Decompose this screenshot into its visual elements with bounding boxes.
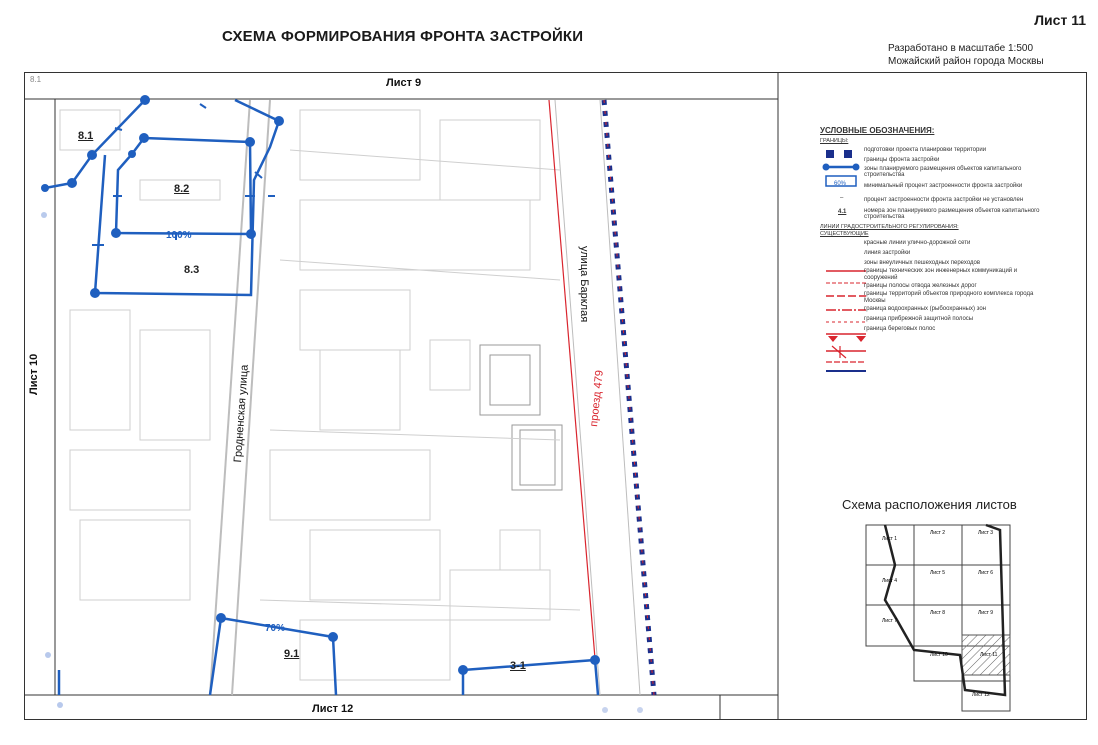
legend-item: –процент застроенности фронта застройки … <box>840 195 1024 203</box>
scheme-cell-11[interactable]: Лист 11 <box>980 652 998 658</box>
district-note: Можайский район города Москвы <box>888 56 1044 67</box>
sheet-bottom-label[interactable]: Лист 12 <box>312 703 354 715</box>
development-note: Разработано в масштабе 1:500 Можайский р… <box>888 42 1044 68</box>
legend-boundaries-heading: ГРАНИЦЫ: <box>820 138 849 144</box>
scheme-cell-1[interactable]: Лист 1 <box>882 536 898 542</box>
legend-line-item: граница прибрежной защитной полосы <box>864 315 974 322</box>
zone-8-2-label: 8.2 <box>174 183 190 195</box>
scheme-cell-2[interactable]: Лист 2 <box>930 530 946 536</box>
zone-9-1-label: 9.1 <box>284 648 300 660</box>
red-line-street <box>548 99 599 696</box>
scheme-cell-3[interactable]: Лист 3 <box>978 530 994 536</box>
page-title: СХЕМА ФОРМИРОВАНИЯ ФРОНТА ЗАСТРОЙКИ <box>222 28 584 45</box>
legend-line-item: линия застройки <box>864 249 911 256</box>
legend-heading: УСЛОВНЫЕ ОБОЗНАЧЕНИЯ: <box>820 126 935 135</box>
legend-line-item: граница береговых полос <box>864 325 936 332</box>
map-base <box>59 99 641 696</box>
scheme-cell-12[interactable]: Лист 12 <box>972 692 990 698</box>
zone-3-1-label: 3-1 <box>510 660 526 672</box>
legend-line-item: красные линии улично-дорожной сети <box>864 239 971 246</box>
legend-symbols <box>822 150 866 372</box>
front-boundaries <box>44 98 600 696</box>
legend-item: границы фронта застройки <box>864 156 940 163</box>
zone-8-1-label: 8.1 <box>78 130 94 142</box>
sheet-top-label[interactable]: Лист 9 <box>386 77 422 89</box>
scheme-cell-6[interactable]: Лист 6 <box>978 570 994 576</box>
corner-zone-label: 8.1 <box>30 75 42 84</box>
scheme-cell-4[interactable]: Лист 4 <box>882 578 898 584</box>
front-boundary-nodes <box>41 95 600 675</box>
legend-line-item: зоны внеуличных пешеходных переходов <box>864 259 981 266</box>
sheet-left-label[interactable]: Лист 10 <box>28 353 40 395</box>
legend-line-item: границы полосы отвода железных дорог <box>864 282 977 289</box>
boundary-ticks <box>92 103 275 246</box>
scale-note: Разработано в масштабе 1:500 <box>888 43 1034 54</box>
sheet-number: Лист 11 <box>1034 12 1086 28</box>
legend-line-item: границы технических зон инженерных комму… <box>864 268 1018 281</box>
scheme-cell-10[interactable]: Лист 10 <box>930 652 948 658</box>
scheme-cell-9[interactable]: Лист 9 <box>978 610 994 616</box>
percent-70-label: 70% <box>265 623 286 634</box>
legend-existing-heading: СУЩЕСТВУЮЩИЕ <box>820 231 869 237</box>
legend-line-item: границы территорий объектов природного к… <box>864 291 1034 304</box>
sheets-scheme-grid <box>865 523 1011 712</box>
zone-8-3-label: 8.3 <box>184 264 200 276</box>
legend-item: подготовки проекта планировки территории <box>864 146 987 153</box>
legend-item: зоны планируемого размещения объектов ка… <box>864 165 1022 179</box>
scheme-cell-8[interactable]: Лист 8 <box>930 610 946 616</box>
scheme-cell-5[interactable]: Лист 5 <box>930 570 946 576</box>
street-barklaya-label: улица Барклая <box>578 246 590 323</box>
legend-line-item: граница водоохранных (рыбоохранных) зон <box>864 305 986 312</box>
percent-100-label: 100% <box>166 230 192 241</box>
scheme-cell-7[interactable]: Лист 7 <box>882 618 898 624</box>
legend-lines-heading: ЛИНИИ ГРАДОСТРОИТЕЛЬНОГО РЕГУЛИРОВАНИЯ: <box>820 224 959 230</box>
sheets-scheme-title: Схема расположения листов <box>842 497 1017 512</box>
legend: УСЛОВНЫЕ ОБОЗНАЧЕНИЯ: ГРАНИЦЫ: подготовк… <box>820 126 1050 334</box>
sheet-frame <box>24 72 1087 720</box>
legend-item: 60%минимальный процент застроенности фро… <box>834 181 1023 189</box>
